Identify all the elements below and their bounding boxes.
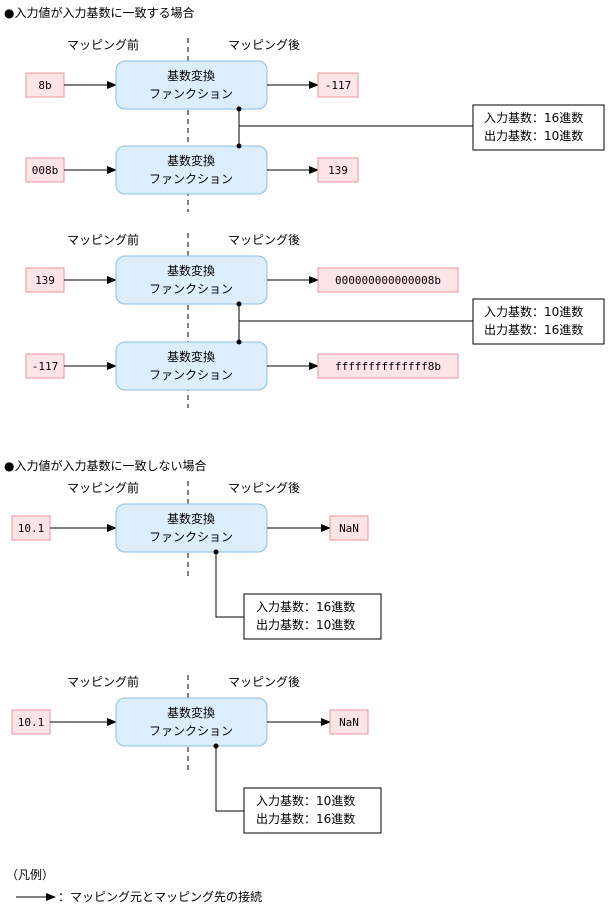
input-value: 10.1 — [18, 522, 45, 535]
input-box — [25, 157, 65, 183]
function-label-2: ファンクション — [149, 87, 233, 101]
input-value: -117 — [32, 360, 59, 373]
output-value: 000000000000008b — [335, 274, 441, 287]
note-leader — [215, 746, 244, 812]
after-label: マッピング後 — [228, 481, 300, 495]
before-label: マッピング前 — [67, 674, 139, 689]
input-value: 008b — [32, 164, 59, 177]
connector-dot — [236, 339, 242, 345]
legend-text: ：マッピング元とマッピング先の接続 — [58, 889, 262, 904]
output-box — [329, 709, 369, 735]
function-label-2: ファンクション — [149, 282, 233, 296]
connector-dot — [236, 106, 242, 112]
function-label-1: 基数変換 — [167, 68, 215, 83]
note-box — [472, 104, 605, 151]
function-label-1: 基数変換 — [167, 349, 215, 364]
output-value: -117 — [325, 79, 352, 92]
single1: マッピング前 マッピング後 10.1 基数変換 ファンクション NaN 入力基数… — [11, 480, 382, 640]
after-label: マッピング後 — [228, 675, 300, 689]
output-box — [329, 515, 369, 541]
group1: マッピング前 マッピング後 8b 基数変換 ファンクション -117 008b … — [25, 37, 605, 212]
input-value: 10.1 — [18, 716, 45, 729]
output-box — [317, 157, 359, 183]
before-label: マッピング前 — [67, 37, 139, 52]
section1-heading: ●入力値が入力基数に一致する場合 — [4, 5, 194, 20]
note-line-2: 出力基数：10進数 — [484, 128, 583, 143]
note-leader — [215, 552, 244, 618]
note-line-2: 出力基数：16進数 — [256, 811, 355, 826]
note-box — [243, 787, 382, 834]
function-label-1: 基数変換 — [167, 153, 215, 168]
output-box — [317, 267, 459, 293]
function-label-2: ファンクション — [149, 724, 233, 738]
output-box — [317, 72, 359, 98]
input-value: 139 — [35, 274, 55, 287]
section2-heading: ●入力値が入力基数に一致しない場合 — [4, 458, 206, 473]
output-value: NaN — [339, 522, 359, 535]
before-label: マッピング前 — [67, 232, 139, 247]
note-box — [472, 298, 605, 345]
function-label-2: ファンクション — [149, 530, 233, 544]
note-line-1: 入力基数：10進数 — [256, 793, 355, 808]
input-box — [25, 267, 65, 293]
note-line-1: 入力基数：16進数 — [484, 110, 583, 125]
function-label-2: ファンクション — [149, 172, 233, 186]
connector-dot — [236, 143, 242, 149]
group2: マッピング前 マッピング後 139 基数変換 ファンクション 000000000… — [25, 232, 605, 408]
function-label-2: ファンクション — [149, 368, 233, 382]
function-label-1: 基数変換 — [167, 263, 215, 278]
function-label-1: 基数変換 — [167, 705, 215, 720]
output-box — [317, 353, 459, 379]
after-label: マッピング後 — [228, 233, 300, 247]
function-label-1: 基数変換 — [167, 511, 215, 526]
after-label: マッピング後 — [228, 38, 300, 52]
before-label: マッピング前 — [67, 480, 139, 495]
output-value: NaN — [339, 716, 359, 729]
note-line-1: 入力基数：16進数 — [256, 599, 355, 614]
output-value: ffffffffffffff8b — [335, 360, 441, 373]
note-line-2: 出力基数：16進数 — [484, 322, 583, 337]
legend: （凡例） ：マッピング元とマッピング先の接続 — [6, 868, 262, 904]
note-line-2: 出力基数：10進数 — [256, 617, 355, 632]
output-value: 139 — [328, 164, 348, 177]
connector-dot — [236, 301, 242, 307]
note-box — [243, 593, 382, 640]
input-box — [25, 72, 65, 98]
single2: マッピング前 マッピング後 10.1 基数変換 ファンクション NaN 入力基数… — [11, 674, 382, 834]
input-value: 8b — [38, 79, 51, 92]
input-box — [11, 709, 51, 735]
note-line-1: 入力基数：10進数 — [484, 304, 583, 319]
legend-title: （凡例） — [6, 868, 54, 882]
